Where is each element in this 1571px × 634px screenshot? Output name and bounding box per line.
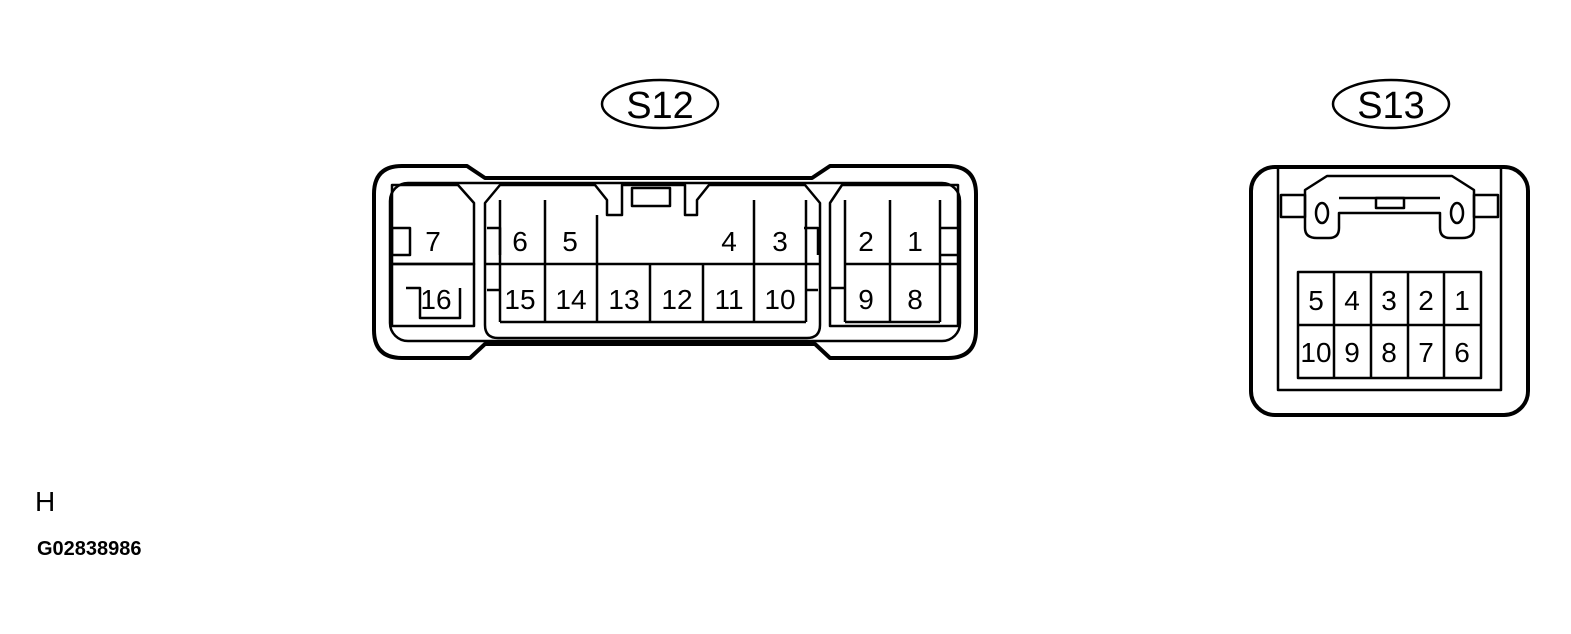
connector-s13-label: S13 <box>1357 85 1425 127</box>
s13-pin-3: 3 <box>1381 285 1397 316</box>
s12-pin-14: 14 <box>555 284 586 315</box>
s12-pin-1: 1 <box>907 226 923 257</box>
s13-pin-1: 1 <box>1454 285 1470 316</box>
s13-pin-4: 4 <box>1344 285 1360 316</box>
s12-pin-3: 3 <box>772 226 788 257</box>
connector-s13-pins: 5 4 3 2 1 10 9 8 7 6 <box>1300 285 1469 368</box>
s12-pin-9: 9 <box>858 284 874 315</box>
connector-s12-middle-block <box>483 183 822 340</box>
s12-pin-8: 8 <box>907 284 923 315</box>
s12-pin-16: 16 <box>420 284 451 315</box>
connector-s12-housing <box>372 164 978 360</box>
s12-pin-12: 12 <box>661 284 692 315</box>
connector-s13-label-oval <box>1331 78 1451 130</box>
connector-s13-inner-wall <box>1276 165 1503 392</box>
s12-pin-6: 6 <box>512 226 528 257</box>
connector-s12-left-key <box>390 226 412 257</box>
s12-pin-13: 13 <box>608 284 639 315</box>
s12-pin-7: 7 <box>425 226 441 257</box>
connector-s12-left-key-lower <box>406 286 462 320</box>
figure-code: G02838986 <box>37 538 142 560</box>
s12-pin-10: 10 <box>764 284 795 315</box>
view-letter: H <box>35 486 56 517</box>
s12-pin-15: 15 <box>504 284 535 315</box>
connector-s12 <box>372 78 978 360</box>
s13-pin-9: 9 <box>1344 337 1360 368</box>
s12-pin-2: 2 <box>858 226 874 257</box>
s13-pin-10: 10 <box>1300 337 1331 368</box>
connector-s12-top-tab <box>630 186 672 208</box>
s12-pin-4: 4 <box>721 226 737 257</box>
s13-pin-2: 2 <box>1418 285 1434 316</box>
connector-s12-label-oval <box>600 78 720 130</box>
s13-pin-7: 7 <box>1418 337 1434 368</box>
connector-s12-left-lower-block <box>390 262 476 328</box>
connector-s12-label: S12 <box>626 85 694 127</box>
connector-s12-pins: 7 6 5 4 3 2 1 16 15 14 13 12 11 10 9 8 <box>420 226 922 315</box>
connector-s13 <box>1249 78 1530 417</box>
connector-s12-inner-wall <box>388 181 962 343</box>
s13-pin-6: 6 <box>1454 337 1470 368</box>
s12-pin-11: 11 <box>714 284 743 315</box>
connector-s13-latch <box>1303 174 1476 240</box>
s13-pin-8: 8 <box>1381 337 1397 368</box>
s12-pin-5: 5 <box>562 226 578 257</box>
s13-pin-5: 5 <box>1308 285 1324 316</box>
